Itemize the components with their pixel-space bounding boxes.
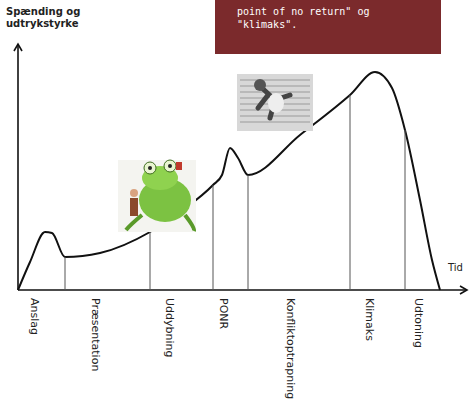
stage-label: PONR — [216, 298, 229, 329]
y-axis — [17, 44, 19, 290]
stage-label: Anslag — [27, 298, 40, 335]
stage-label: Klimaks — [362, 298, 375, 341]
stage-divider — [65, 257, 66, 290]
stage-label: Præsentation — [88, 298, 101, 371]
axis-title: Spænding og udtrykstyrke — [6, 6, 86, 29]
tension-curve — [18, 72, 440, 290]
note-text: point of no return" og "klimaks". — [237, 6, 431, 31]
frog-illustration — [118, 160, 196, 232]
stage-divider — [350, 95, 351, 290]
stage-divider — [213, 185, 214, 290]
stage-label: Konfliktoptrapning — [283, 298, 296, 399]
stage-divider — [150, 232, 151, 290]
stage-label: Uddybning — [162, 298, 175, 358]
stage-label: Udtoning — [411, 298, 424, 348]
newspaper-person-illustration — [237, 74, 313, 131]
stage-divider — [248, 175, 249, 290]
note-box: point of no return" og "klimaks". — [215, 0, 441, 54]
stage-divider — [405, 130, 406, 290]
x-axis — [18, 289, 467, 291]
axis-title: Tid — [448, 262, 463, 274]
